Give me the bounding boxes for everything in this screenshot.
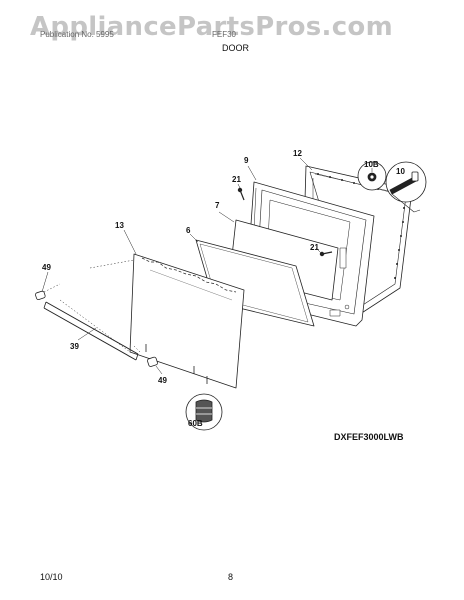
part-60b-inset <box>185 393 223 431</box>
model-number: DXFEF3000LWB <box>334 432 404 442</box>
label-part-13: 13 <box>115 221 124 230</box>
label-part-49-right: 49 <box>158 376 167 385</box>
section-title: DOOR <box>222 43 249 53</box>
label-part-21-lower: 21 <box>310 243 319 252</box>
part-10-inset <box>385 161 427 213</box>
handle-end-cap-right <box>147 356 158 367</box>
label-part-39: 39 <box>70 342 79 351</box>
door-handle <box>43 301 139 361</box>
watermark-text: AppliancePartsPros.com <box>30 12 393 42</box>
model-series: FEF30 <box>212 30 237 39</box>
page-number: 8 <box>228 572 234 582</box>
label-part-21-upper: 21 <box>232 175 241 184</box>
outer-door-glass <box>129 253 245 389</box>
part-10b-inset <box>357 161 387 191</box>
handle-end-cap-left <box>35 290 46 300</box>
label-part-12: 12 <box>293 149 302 158</box>
footer-date: 10/10 <box>40 572 63 582</box>
label-part-10b: 10B <box>364 160 379 169</box>
label-part-49-left: 49 <box>42 263 51 272</box>
label-part-9: 9 <box>244 156 249 165</box>
label-part-7: 7 <box>215 201 220 210</box>
label-part-6: 6 <box>186 226 191 235</box>
screw-upper <box>237 187 245 201</box>
label-part-10: 10 <box>396 167 405 176</box>
publication-number: Publication No. 5995 <box>40 30 114 39</box>
label-part-60b: 60B <box>188 419 203 428</box>
